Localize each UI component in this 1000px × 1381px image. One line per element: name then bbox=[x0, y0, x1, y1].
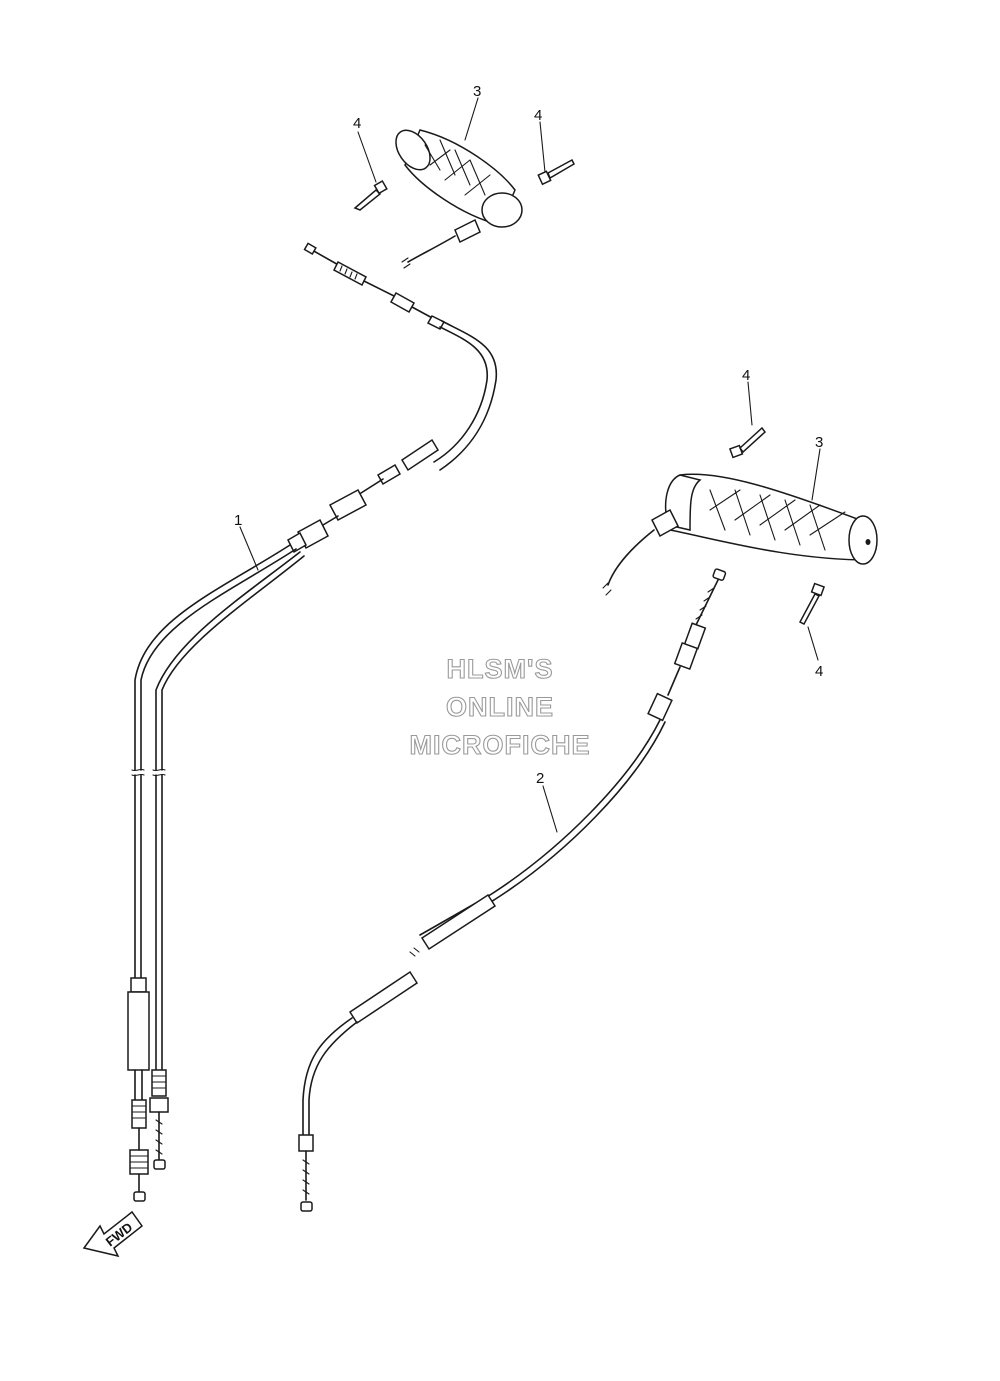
grip-right bbox=[602, 473, 878, 596]
rivet-right-upper bbox=[728, 426, 767, 459]
watermark-line-3: MICROFICHE bbox=[410, 730, 591, 760]
callout-4-top-left: 4 bbox=[353, 115, 361, 132]
callout-4-right-upper: 4 bbox=[742, 367, 750, 384]
callout-4-right-lower: 4 bbox=[815, 663, 823, 680]
leader-3-top bbox=[464, 97, 479, 141]
cable-2 bbox=[298, 568, 727, 1212]
fwd-arrow-icon: FWD bbox=[82, 1210, 144, 1258]
callout-1: 1 bbox=[234, 512, 242, 529]
watermark-line-2: ONLINE bbox=[446, 692, 554, 722]
callout-4-top-right: 4 bbox=[534, 107, 542, 124]
cable-1 bbox=[127, 242, 498, 1202]
callout-2: 2 bbox=[536, 770, 544, 787]
callout-3-top: 3 bbox=[473, 83, 481, 100]
grip-top bbox=[395, 129, 523, 269]
watermark-line-1: HLSM'S bbox=[447, 654, 554, 684]
leader-1 bbox=[239, 526, 259, 571]
watermark: HLSM'S ONLINE MICROFICHE bbox=[409, 653, 591, 760]
rivet-top-right bbox=[537, 158, 575, 186]
callout-3-right: 3 bbox=[815, 434, 823, 451]
rivet-top-left bbox=[353, 180, 388, 211]
rivet-right-lower bbox=[798, 582, 826, 625]
